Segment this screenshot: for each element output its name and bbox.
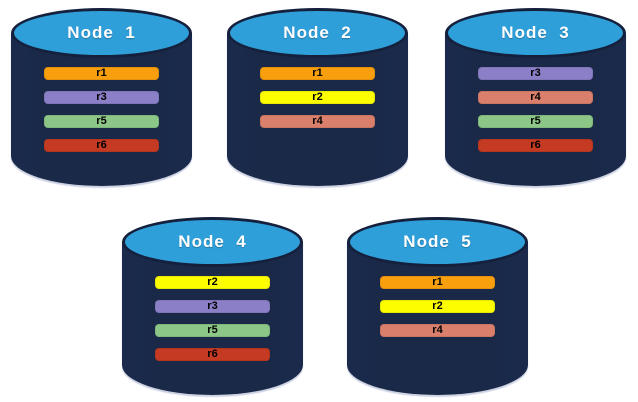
replica-bar-r6: r6	[44, 139, 159, 152]
replica-bar-r1: r1	[44, 67, 159, 80]
cylinder-top-ellipse: Node 2	[227, 8, 408, 58]
database-node-2: Node 2 r1 r2 r4	[227, 8, 408, 186]
replica-bar-r5: r5	[155, 324, 270, 337]
replica-bar-r1: r1	[260, 67, 375, 80]
replica-bar-r2: r2	[380, 300, 495, 313]
cylinder-top-ellipse: Node 3	[445, 8, 626, 58]
replica-list: r1 r2 r4	[380, 276, 495, 337]
replica-bar-r4: r4	[380, 324, 495, 337]
database-node-4: Node 4 r2 r3 r5 r6	[122, 217, 303, 395]
cylinder-body	[347, 242, 528, 395]
database-node-1: Node 1 r1 r3 r5 r6	[11, 8, 192, 186]
database-node-3: Node 3 r3 r4 r5 r6	[445, 8, 626, 186]
replica-list: r3 r4 r5 r6	[478, 67, 593, 152]
cylinder-top-ellipse: Node 1	[11, 8, 192, 58]
cylinder-body	[11, 33, 192, 186]
replica-bar-r2: r2	[155, 276, 270, 289]
replica-bar-r3: r3	[478, 67, 593, 80]
cylinder-body	[122, 242, 303, 395]
node-label: Node 4	[178, 232, 247, 251]
cylinder-body	[227, 33, 408, 186]
replica-bar-r3: r3	[155, 300, 270, 313]
node-label: Node 1	[67, 23, 136, 42]
cylinder-top-ellipse: Node 4	[122, 217, 303, 267]
replica-bar-r2: r2	[260, 91, 375, 104]
replica-list: r1 r3 r5 r6	[44, 67, 159, 152]
replica-bar-r3: r3	[44, 91, 159, 104]
replica-bar-r5: r5	[478, 115, 593, 128]
replica-bar-r1: r1	[380, 276, 495, 289]
cylinder-body	[445, 33, 626, 186]
node-label: Node 3	[501, 23, 570, 42]
node-label: Node 5	[403, 232, 472, 251]
replica-bar-r5: r5	[44, 115, 159, 128]
replica-list: r1 r2 r4	[260, 67, 375, 128]
cylinder-top-ellipse: Node 5	[347, 217, 528, 267]
replica-bar-r6: r6	[155, 348, 270, 361]
replica-bar-r4: r4	[478, 91, 593, 104]
database-node-5: Node 5 r1 r2 r4	[347, 217, 528, 395]
replica-bar-r4: r4	[260, 115, 375, 128]
replica-list: r2 r3 r5 r6	[155, 276, 270, 361]
replica-bar-r6: r6	[478, 139, 593, 152]
node-label: Node 2	[283, 23, 352, 42]
